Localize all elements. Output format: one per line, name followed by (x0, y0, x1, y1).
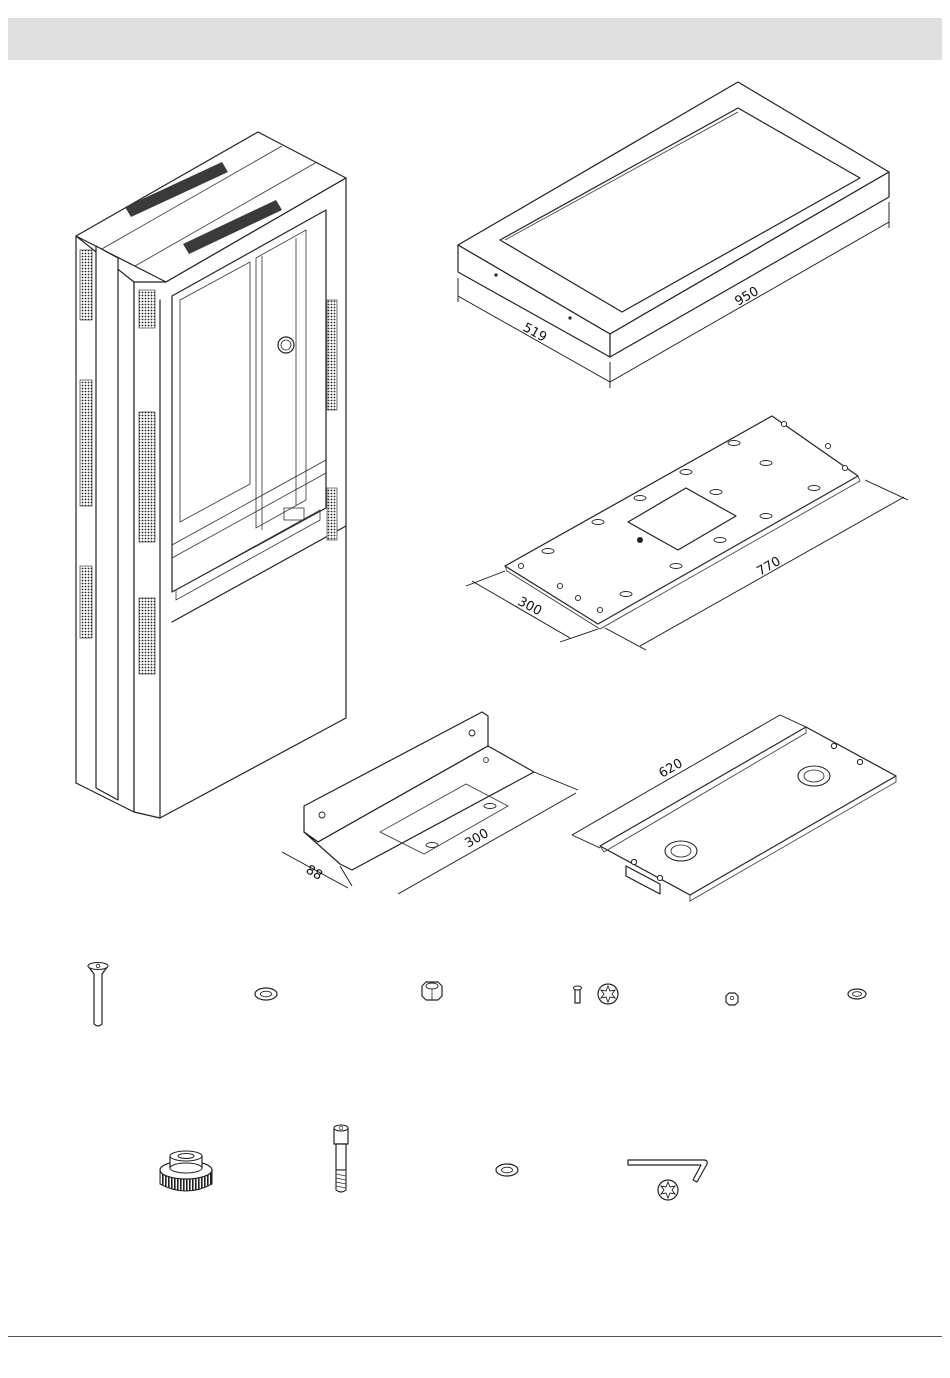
socket-head-bolt-icon (334, 1125, 348, 1192)
torx-key-icon (628, 1160, 707, 1200)
hex-nut-icon (422, 982, 442, 1000)
shelf-tray (572, 715, 896, 901)
kiosk-cabinet (76, 132, 346, 818)
side-vent (80, 380, 92, 506)
display-monitor (458, 82, 889, 388)
washer-icon (255, 988, 277, 1000)
countersunk-bolt-icon (88, 963, 108, 1027)
tray-surface (600, 727, 896, 895)
small-torx-screw-icon (574, 984, 619, 1004)
dim-label-770: 770 (755, 554, 784, 579)
side-vent (80, 566, 92, 638)
footer-rule (8, 1336, 942, 1337)
washer-icon (496, 1164, 518, 1176)
angle-bracket (282, 712, 578, 894)
dim-label-519: 519 (520, 320, 549, 345)
small-nut-icon (726, 993, 738, 1005)
knurled-foot-icon (160, 1151, 212, 1191)
dim-label-300-plate: 300 (515, 594, 544, 619)
dim-label-950: 950 (733, 284, 762, 309)
small-washer-icon (848, 989, 866, 999)
side-vent (80, 250, 92, 320)
